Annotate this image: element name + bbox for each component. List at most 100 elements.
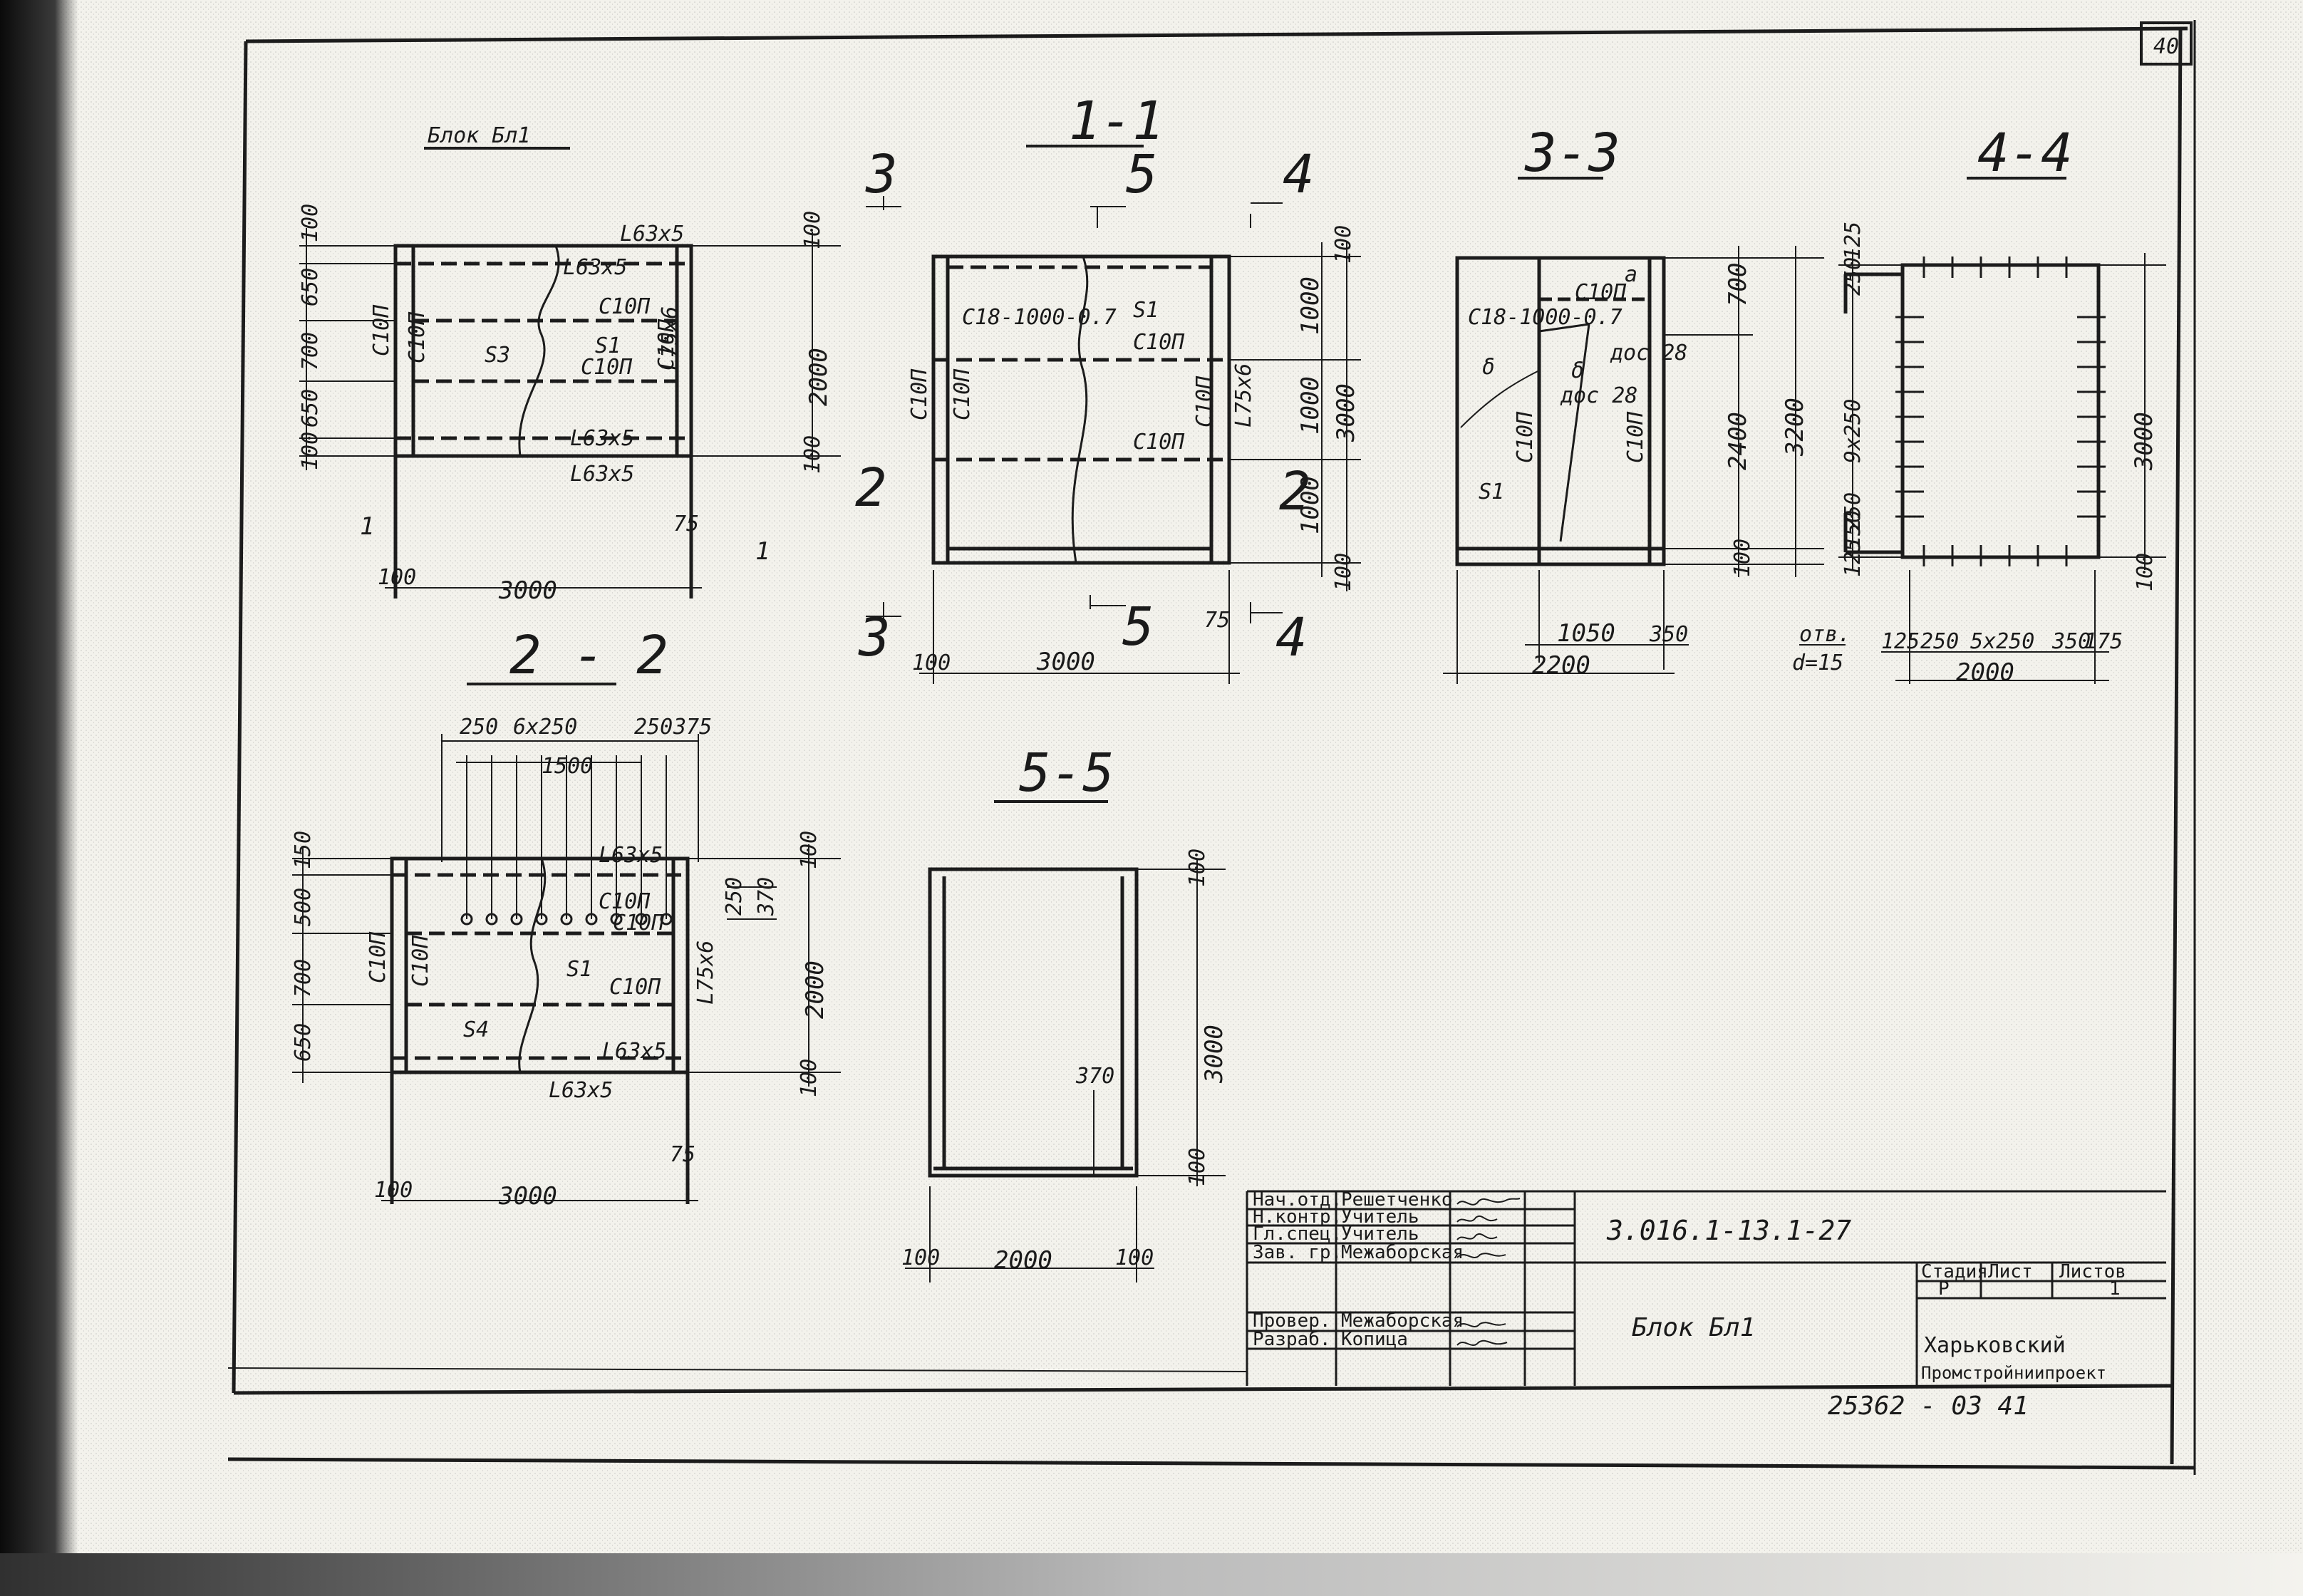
section-4-4-dim: 5x250 bbox=[1970, 629, 2034, 654]
plan-label: C10П bbox=[599, 294, 651, 319]
plan-label: 1 bbox=[755, 537, 770, 566]
section-3-3-dim: 2400 bbox=[1724, 412, 1752, 470]
plan-dim: 100 bbox=[378, 565, 416, 590]
title-block-name: Решетченко bbox=[1341, 1189, 1453, 1211]
cut-mark: 5 bbox=[1122, 596, 1154, 658]
section-5-5-dim: 2000 bbox=[994, 1246, 1052, 1275]
section-3-3-dim: 2200 bbox=[1532, 651, 1590, 680]
stage-value: Р bbox=[1938, 1278, 1950, 1300]
scan-bottom-shadow bbox=[0, 1553, 2303, 1596]
title-block-name: Межаборская bbox=[1341, 1242, 1464, 1263]
section-1-1-label: C10П bbox=[950, 368, 975, 420]
section-1-1-label: C10П bbox=[1133, 330, 1185, 355]
section-3-3-dim: 3200 bbox=[1781, 398, 1809, 457]
section-5-5-dim: 100 bbox=[1115, 1245, 1154, 1270]
section-2-2-label: C10П bbox=[408, 935, 433, 987]
plan-view: Блок Бл1 L63x5 L63x5 C10П S3 S1 bbox=[298, 123, 841, 605]
plan-label: L75x6 bbox=[658, 306, 683, 370]
section-5-5-dim: 100 bbox=[901, 1245, 940, 1270]
title-block: Нач.отд. Н.контр. Гл.спец. Зав. гр. Пров… bbox=[1246, 1189, 2166, 1421]
section-4-4-dim: 2000 bbox=[1956, 658, 2014, 687]
plan-label: L63x5 bbox=[570, 426, 634, 451]
plan-label: 1 bbox=[360, 512, 374, 541]
title-block-role: Нач.отд. bbox=[1253, 1189, 1342, 1211]
title-block-role: Н.контр. bbox=[1253, 1206, 1342, 1228]
section-4-4-dim: 175 bbox=[2084, 629, 2123, 654]
plan-dim: 2000 bbox=[804, 348, 833, 406]
section-2-2-dim: 1500 bbox=[542, 754, 593, 779]
section-3-3-dim: 700 bbox=[1724, 263, 1752, 306]
section-1-1-label: C18-1000-0.7 bbox=[962, 305, 1117, 330]
section-2-2-dim: 375 bbox=[673, 715, 712, 740]
section-2-2-label: C10П bbox=[366, 931, 390, 983]
section-5-5-dim: 100 bbox=[1185, 1148, 1210, 1186]
section-4-4-dim: 350 bbox=[2051, 629, 2091, 654]
signatures bbox=[1456, 1198, 1521, 1346]
drawing-title: Блок Бл1 bbox=[1632, 1313, 1755, 1342]
section-2-2: 2 - 2 bbox=[291, 625, 841, 1211]
section-1-1-dim: 1000 bbox=[1296, 476, 1325, 534]
sheet-number: 40 bbox=[2153, 34, 2179, 59]
section-2-2-label: S4 bbox=[463, 1017, 489, 1042]
section-4-4-title: 4-4 bbox=[1977, 123, 2073, 184]
cut-mark: 4 bbox=[1283, 144, 1315, 205]
section-2-2-dim: 370 bbox=[754, 877, 779, 916]
scan-edge-shadow bbox=[0, 0, 78, 1596]
section-3-3-label: C18-1000-0.7 bbox=[1468, 305, 1623, 330]
section-4-4: 4-4 bbox=[1792, 123, 2166, 687]
section-3-3-label: C10П bbox=[1513, 411, 1538, 463]
section-1-1-dim: 100 bbox=[1331, 553, 1356, 591]
section-4-4-dim: 100 bbox=[2133, 553, 2158, 591]
section-3-3-label: C10П bbox=[1575, 280, 1627, 305]
section-2-2-dim: 700 bbox=[291, 959, 316, 998]
plan-label: L63x5 bbox=[620, 222, 684, 247]
sheet-number-box: 40 bbox=[2140, 21, 2193, 66]
section-1-1-label: C10П bbox=[907, 368, 932, 420]
section-1-1-label: C10П bbox=[1192, 375, 1217, 428]
section-1-1-label: S1 bbox=[1133, 298, 1159, 323]
plan-label: L63x5 bbox=[563, 255, 627, 280]
stage-header: Стадия bbox=[1921, 1261, 1988, 1282]
section-2-2-dim: 500 bbox=[291, 888, 316, 926]
section-3-3-title: 3-3 bbox=[1524, 123, 1620, 184]
plan-label: C10П bbox=[654, 318, 679, 370]
archive-number: 25362 - 03 41 bbox=[1828, 1392, 2029, 1421]
bolt-holes bbox=[460, 913, 673, 926]
section-2-2-dim: 6x250 bbox=[513, 715, 577, 740]
section-1-1-dim: 3000 bbox=[1036, 648, 1095, 676]
organization-line: Харьковский bbox=[1924, 1333, 2066, 1358]
section-2-2-dim: 650 bbox=[291, 1023, 316, 1062]
section-4-4-dim: 250 bbox=[1841, 257, 1865, 296]
cut-mark: 3 bbox=[858, 607, 891, 668]
section-5-5-title: 5-5 bbox=[1019, 742, 1114, 804]
section-4-4-dim: 3000 bbox=[2130, 412, 2158, 471]
section-2-2-dim: 100 bbox=[374, 1178, 413, 1203]
section-2-2-dim: 75 bbox=[670, 1142, 695, 1167]
section-1-1-dim: 100 bbox=[912, 651, 951, 675]
plan-dim: 75 bbox=[673, 512, 699, 537]
section-5-5-dim: 100 bbox=[1185, 849, 1210, 887]
section-4-4-dim: 125 bbox=[1841, 539, 1865, 577]
section-3-3-label: δ bbox=[1482, 355, 1495, 380]
plan-dim: 100 bbox=[800, 435, 825, 474]
bolt-row bbox=[441, 734, 699, 919]
section-1-1-label: C10П bbox=[1133, 430, 1185, 455]
section-1-1-dim: 3000 bbox=[1332, 383, 1360, 442]
section-2-2-label: L63x5 bbox=[549, 1078, 613, 1103]
section-4-4-dim: 250 bbox=[1920, 629, 1959, 654]
section-1-1-dim: 100 bbox=[1331, 225, 1356, 264]
section-2-2-label: C10П bbox=[599, 889, 651, 914]
plan-label: L63x5 bbox=[570, 462, 634, 487]
title-block-role: Гл.спец. bbox=[1253, 1223, 1342, 1245]
section-3-3-label: C10П bbox=[1623, 411, 1648, 463]
section-1-1-dim: 75 bbox=[1204, 608, 1230, 633]
section-4-4-dim: 9x250 bbox=[1841, 399, 1865, 463]
section-2-2-label: S1 bbox=[566, 957, 592, 982]
cut-mark: 5 bbox=[1126, 144, 1158, 205]
section-2-2-title: 2 - 2 bbox=[509, 625, 668, 686]
sheet-frame bbox=[227, 20, 2196, 1475]
section-4-4-label: отв. bbox=[1799, 622, 1851, 647]
bolt-ticks bbox=[1895, 256, 2106, 566]
title-block-name: Межаборская bbox=[1341, 1310, 1464, 1332]
section-3-3-label: S1 bbox=[1479, 480, 1504, 504]
